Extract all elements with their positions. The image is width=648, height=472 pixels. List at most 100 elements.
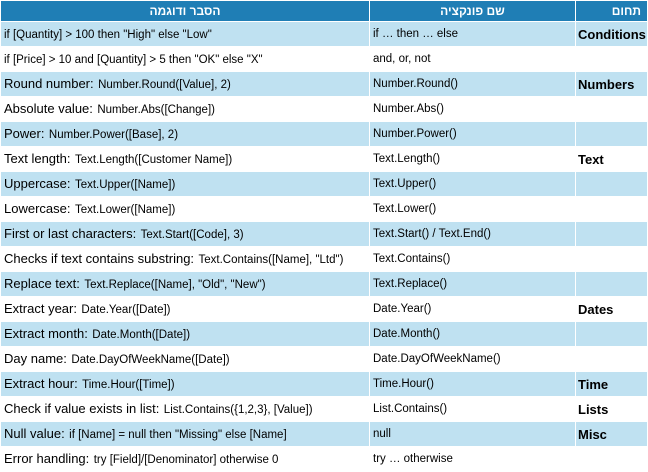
table-row: Replace text: Text.Replace([Name], "Old"… (0, 271, 648, 297)
table-row: Check if value exists in list: List.Cont… (0, 396, 648, 422)
example-code: Date.DayOfWeekName([Date]) (71, 354, 230, 366)
domain-cell (575, 246, 648, 272)
description-cell: Power: Number.Power([Base], 2) (0, 121, 370, 147)
example-code: Number.Abs([Change]) (97, 104, 215, 116)
function-name-cell: Number.Round() (369, 71, 576, 97)
description-cell: Uppercase: Text.Upper([Name]) (0, 171, 370, 197)
function-name-cell: Date.Year() (369, 296, 576, 322)
description-label: Extract year: (4, 301, 77, 316)
example-code: Number.Round([Value], 2) (98, 79, 231, 91)
example-code: Date.Month([Date]) (92, 329, 191, 341)
function-name-cell: Text.Upper() (369, 171, 576, 197)
domain-cell (575, 171, 648, 197)
table-row: Absolute value: Number.Abs([Change])Numb… (0, 96, 648, 122)
description-cell: Null value: if [Name] = null then "Missi… (0, 421, 370, 447)
description-label: Replace text: (4, 276, 80, 291)
description-cell: Extract hour: Time.Hour([Time]) (0, 371, 370, 397)
table-row: Round number: Number.Round([Value], 2)Nu… (0, 71, 648, 97)
function-name-cell: Text.Lower() (369, 196, 576, 222)
example-code: Date.Year([Date]) (81, 304, 171, 316)
table-row: Extract month: Date.Month([Date])Date.Mo… (0, 321, 648, 347)
domain-cell: Time (575, 371, 648, 397)
domain-cell: Text (575, 146, 648, 172)
function-name-cell: Text.Start() / Text.End() (369, 221, 576, 247)
domain-cell (575, 346, 648, 372)
domain-cell (575, 221, 648, 247)
example-code: Number.Power([Base], 2) (48, 129, 179, 141)
table-row: Checks if text contains substring: Text.… (0, 246, 648, 272)
description-label: Day name: (4, 351, 67, 366)
description-label: Power: (4, 126, 45, 141)
example-code: List.Contains({1,2,3}, [Value]) (163, 404, 313, 416)
table-row: if [Price] > 10 and [Quantity] > 5 then … (0, 46, 648, 72)
table-row: Extract hour: Time.Hour([Time])Time.Hour… (0, 371, 648, 397)
table-body: if [Quantity] > 100 then "High" else "Lo… (0, 21, 648, 472)
description-cell: Extract month: Date.Month([Date]) (0, 321, 370, 347)
domain-cell (575, 196, 648, 222)
description-cell: Extract year: Date.Year([Date]) (0, 296, 370, 322)
domain-cell: Dates (575, 296, 648, 322)
example-code: Text.Contains([Name], "Ltd") (198, 254, 344, 266)
example-code: if [Price] > 10 and [Quantity] > 5 then … (4, 54, 263, 66)
function-name-cell: Text.Length() (369, 146, 576, 172)
table-row: Power: Number.Power([Base], 2)Number.Pow… (0, 121, 648, 147)
example-code: Text.Start([Code], 3) (140, 229, 244, 241)
domain-cell: Conditions (575, 21, 648, 47)
function-name-cell: List.Contains() (369, 396, 576, 422)
description-label: First or last characters: (4, 226, 137, 241)
domain-cell: Misc (575, 421, 648, 447)
description-cell: Error handling: try [Field]/[Denominator… (0, 446, 370, 472)
description-cell: Day name: Date.DayOfWeekName([Date]) (0, 346, 370, 372)
domain-cell (575, 271, 648, 297)
description-label: Extract hour: (4, 376, 78, 391)
domain-cell (575, 46, 648, 72)
function-name-cell: try … otherwise (369, 446, 576, 472)
table-row: Null value: if [Name] = null then "Missi… (0, 421, 648, 447)
example-code: Text.Lower([Name]) (74, 204, 176, 216)
table-row: Extract year: Date.Year([Date])Date.Year… (0, 296, 648, 322)
table-row: First or last characters: Text.Start([Co… (0, 221, 648, 247)
description-cell: Absolute value: Number.Abs([Change]) (0, 96, 370, 122)
header-domain: תחום (575, 0, 648, 22)
description-cell: Round number: Number.Round([Value], 2) (0, 71, 370, 97)
table-row: if [Quantity] > 100 then "High" else "Lo… (0, 21, 648, 47)
description-label: Uppercase: (4, 176, 71, 191)
example-code: Text.Upper([Name]) (74, 179, 176, 191)
domain-cell (575, 321, 648, 347)
description-cell: if [Quantity] > 100 then "High" else "Lo… (0, 21, 370, 47)
header-row: הסבר ודוגמה שם פונקציה תחום (0, 0, 648, 22)
function-name-cell: Text.Replace() (369, 271, 576, 297)
table-row: Day name: Date.DayOfWeekName([Date])Date… (0, 346, 648, 372)
description-label: Lowercase: (4, 201, 71, 216)
description-cell: Text length: Text.Length([Customer Name]… (0, 146, 370, 172)
example-code: Text.Replace([Name], "Old", "New") (84, 279, 266, 291)
example-code: if [Name] = null then "Missing" else [Na… (69, 429, 287, 441)
header-description: הסבר ודוגמה (0, 0, 370, 22)
table-row: Uppercase: Text.Upper([Name])Text.Upper(… (0, 171, 648, 197)
example-code: if [Quantity] > 100 then "High" else "Lo… (4, 29, 212, 41)
description-label: Round number: (4, 76, 94, 91)
header-function-name: שם פונקציה (369, 0, 576, 22)
description-label: Checks if text contains substring: (4, 251, 195, 266)
function-name-cell: and, or, not (369, 46, 576, 72)
description-label: Null value: (4, 426, 65, 441)
domain-cell: Numbers (575, 71, 648, 97)
table-row: Error handling: try [Field]/[Denominator… (0, 446, 648, 472)
description-cell: First or last characters: Text.Start([Co… (0, 221, 370, 247)
description-cell: if [Price] > 10 and [Quantity] > 5 then … (0, 46, 370, 72)
function-name-cell: Date.Month() (369, 321, 576, 347)
description-label: Text length: (4, 151, 71, 166)
function-name-cell: if … then … else (369, 21, 576, 47)
function-name-cell: null (369, 421, 576, 447)
function-name-cell: Number.Abs() (369, 96, 576, 122)
domain-cell: Lists (575, 396, 648, 422)
description-cell: Checks if text contains substring: Text.… (0, 246, 370, 272)
description-label: Extract month: (4, 326, 88, 341)
function-name-cell: Text.Contains() (369, 246, 576, 272)
example-code: Time.Hour([Time]) (82, 379, 175, 391)
table-row: Lowercase: Text.Lower([Name]) Text.Lower(… (0, 196, 648, 222)
function-name-cell: Time.Hour() (369, 371, 576, 397)
function-name-cell: Date.DayOfWeekName() (369, 346, 576, 372)
domain-cell (575, 96, 648, 122)
